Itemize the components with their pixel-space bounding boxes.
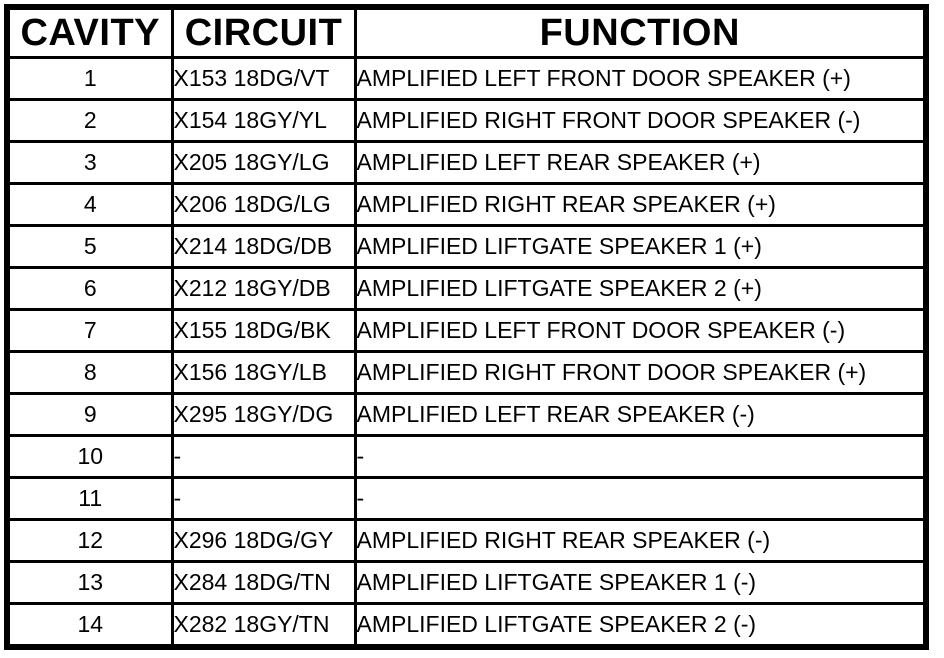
table-row: 6 X212 18GY/DB AMPLIFIED LIFTGATE SPEAKE… [5, 266, 928, 311]
column-header-circuit: CIRCUIT [170, 5, 357, 59]
table-row: 4 X206 18DG/LG AMPLIFIED RIGHT REAR SPEA… [5, 182, 928, 227]
circuit-cell: X295 18GY/DG [170, 392, 357, 437]
cavity-cell: 14 [5, 602, 174, 649]
function-cell: AMPLIFIED RIGHT REAR SPEAKER (-) [353, 518, 928, 563]
table-row: 11 - - [5, 476, 928, 521]
circuit-cell: X206 18DG/LG [170, 182, 357, 227]
circuit-cell: X282 18GY/TN [170, 602, 357, 649]
table-row: 2 X154 18GY/YL AMPLIFIED RIGHT FRONT DOO… [5, 98, 928, 143]
function-cell: AMPLIFIED RIGHT REAR SPEAKER (+) [353, 182, 928, 227]
table-row: 13 X284 18DG/TN AMPLIFIED LIFTGATE SPEAK… [5, 560, 928, 605]
table-row: 8 X156 18GY/LB AMPLIFIED RIGHT FRONT DOO… [5, 350, 928, 395]
table-row: 14 X282 18GY/TN AMPLIFIED LIFTGATE SPEAK… [5, 602, 928, 649]
cavity-cell: 7 [5, 308, 174, 353]
connector-pinout-table: CAVITY CIRCUIT FUNCTION 1 X153 18DG/VT A… [4, 4, 929, 650]
circuit-cell: X156 18GY/LB [170, 350, 357, 395]
cavity-cell: 11 [5, 476, 174, 521]
circuit-cell: X212 18GY/DB [170, 266, 357, 311]
function-cell: AMPLIFIED LIFTGATE SPEAKER 1 (-) [353, 560, 928, 605]
header-row: CAVITY CIRCUIT FUNCTION [5, 5, 928, 59]
table-row: 3 X205 18GY/LG AMPLIFIED LEFT REAR SPEAK… [5, 140, 928, 185]
function-cell: AMPLIFIED RIGHT FRONT DOOR SPEAKER (+) [353, 350, 928, 395]
cavity-cell: 2 [5, 98, 174, 143]
function-cell: AMPLIFIED LIFTGATE SPEAKER 2 (-) [353, 602, 928, 649]
cavity-cell: 1 [5, 56, 174, 101]
circuit-cell: - [170, 476, 357, 521]
circuit-cell: - [170, 434, 357, 479]
function-cell: AMPLIFIED LEFT FRONT DOOR SPEAKER (+) [353, 56, 928, 101]
cavity-cell: 9 [5, 392, 174, 437]
circuit-cell: X284 18DG/TN [170, 560, 357, 605]
function-cell: AMPLIFIED RIGHT FRONT DOOR SPEAKER (-) [353, 98, 928, 143]
cavity-cell: 5 [5, 224, 174, 269]
column-header-function: FUNCTION [353, 5, 928, 59]
table-row: 5 X214 18DG/DB AMPLIFIED LIFTGATE SPEAKE… [5, 224, 928, 269]
table-row: 7 X155 18DG/BK AMPLIFIED LEFT FRONT DOOR… [5, 308, 928, 353]
circuit-cell: X153 18DG/VT [170, 56, 357, 101]
function-cell: AMPLIFIED LEFT REAR SPEAKER (+) [353, 140, 928, 185]
cavity-cell: 13 [5, 560, 174, 605]
table-body: 1 X153 18DG/VT AMPLIFIED LEFT FRONT DOOR… [5, 56, 928, 649]
function-cell: AMPLIFIED LIFTGATE SPEAKER 2 (+) [353, 266, 928, 311]
cavity-cell: 10 [5, 434, 174, 479]
function-cell: - [353, 434, 928, 479]
function-cell: - [353, 476, 928, 521]
circuit-cell: X155 18DG/BK [170, 308, 357, 353]
function-cell: AMPLIFIED LEFT FRONT DOOR SPEAKER (-) [353, 308, 928, 353]
circuit-cell: X296 18DG/GY [170, 518, 357, 563]
function-cell: AMPLIFIED LIFTGATE SPEAKER 1 (+) [353, 224, 928, 269]
table-row: 9 X295 18GY/DG AMPLIFIED LEFT REAR SPEAK… [5, 392, 928, 437]
table-row: 12 X296 18DG/GY AMPLIFIED RIGHT REAR SPE… [5, 518, 928, 563]
cavity-cell: 12 [5, 518, 174, 563]
table-row: 10 - - [5, 434, 928, 479]
circuit-cell: X214 18DG/DB [170, 224, 357, 269]
cavity-cell: 8 [5, 350, 174, 395]
function-cell: AMPLIFIED LEFT REAR SPEAKER (-) [353, 392, 928, 437]
cavity-cell: 4 [5, 182, 174, 227]
table-row: 1 X153 18DG/VT AMPLIFIED LEFT FRONT DOOR… [5, 56, 928, 101]
column-header-cavity: CAVITY [5, 5, 174, 59]
cavity-cell: 3 [5, 140, 174, 185]
circuit-cell: X205 18GY/LG [170, 140, 357, 185]
cavity-cell: 6 [5, 266, 174, 311]
circuit-cell: X154 18GY/YL [170, 98, 357, 143]
